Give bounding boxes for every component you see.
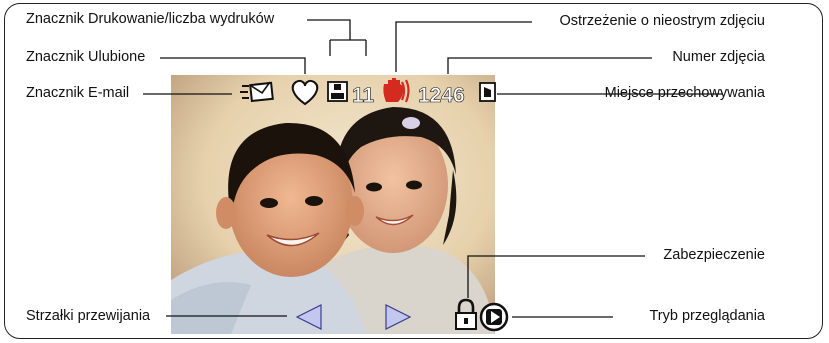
label-scroll-arrows: Strzałki przewijania bbox=[26, 308, 151, 324]
label-favorite-tag: Znacznik Ulubione bbox=[26, 49, 146, 65]
diagram-frame bbox=[4, 3, 823, 339]
printer-icon bbox=[327, 81, 348, 102]
label-storage-location: Miejsce przechowywania bbox=[604, 85, 765, 101]
leader-print-tag bbox=[307, 19, 367, 56]
print-count: 11 bbox=[352, 84, 375, 107]
picture-number-value: 1246 bbox=[418, 84, 465, 107]
heart-icon bbox=[291, 79, 319, 106]
play-icon[interactable] bbox=[479, 302, 509, 332]
envelope-icon bbox=[240, 81, 274, 103]
hand-icon bbox=[383, 78, 410, 103]
leader-protect bbox=[467, 255, 645, 298]
leader-favorite-tag bbox=[160, 57, 306, 74]
label-email-tag: Znacznik E-mail bbox=[26, 85, 130, 101]
label-blur-warning: Ostrzeżenie o nieostrym zdjęciu bbox=[559, 13, 766, 29]
left-arrow-icon[interactable] bbox=[295, 304, 322, 330]
label-review-mode: Tryb przeglądania bbox=[649, 308, 765, 324]
memory-card-icon bbox=[479, 82, 496, 102]
camera-lcd-photo bbox=[171, 75, 495, 334]
label-print-tag: Znacznik Drukowanie/liczba wydruków bbox=[26, 11, 275, 27]
leader-picture-number bbox=[447, 57, 652, 74]
right-arrow-icon[interactable] bbox=[385, 304, 412, 330]
label-protect: Zabezpieczenie bbox=[663, 247, 765, 263]
leader-blur-warning bbox=[395, 21, 532, 72]
padlock-icon bbox=[455, 298, 477, 330]
label-picture-number: Numer zdjęcia bbox=[672, 49, 765, 65]
photo-image bbox=[171, 75, 495, 334]
